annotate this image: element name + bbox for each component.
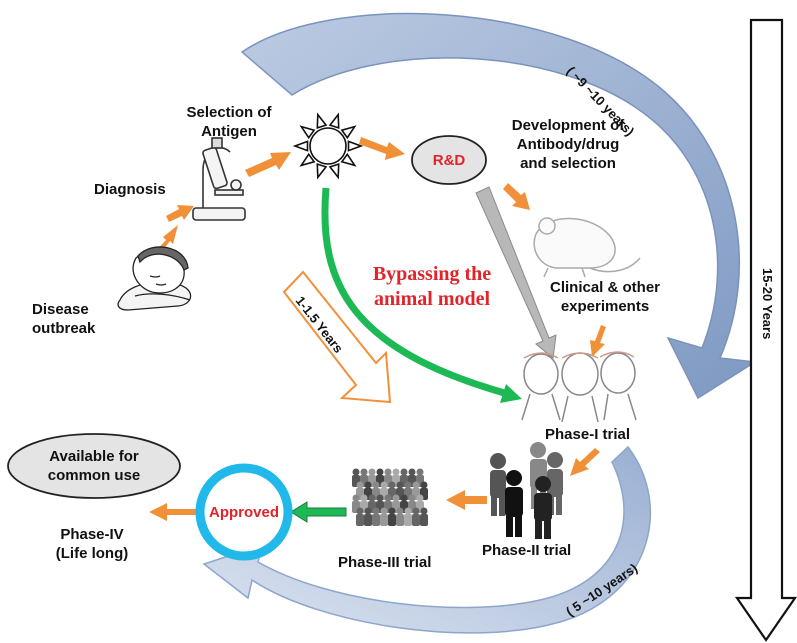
arrow-rnd-to-development xyxy=(503,183,530,210)
sun-ray xyxy=(316,112,328,130)
crowd-person-head xyxy=(376,468,384,476)
mouse-icon xyxy=(533,217,641,278)
crowd-person-head xyxy=(356,507,364,515)
crowd-person-head xyxy=(396,481,404,489)
approved-ring xyxy=(195,463,293,561)
arrow-phase3-to-approved xyxy=(290,501,347,523)
sun-ray xyxy=(328,162,340,180)
crowd-person-head xyxy=(420,507,428,515)
silhouette-group-icon xyxy=(490,442,563,539)
label-15-20-years: 15-20 Years xyxy=(760,268,775,340)
crowd-person-head xyxy=(396,507,404,515)
sun-ray xyxy=(340,125,357,140)
arrow-rnd-to-phase1 xyxy=(475,186,557,359)
arrow-1-1-5-years xyxy=(282,270,392,404)
arrow-phase2-to-phase3 xyxy=(446,490,487,510)
sun-ray xyxy=(299,125,316,140)
arrow-clinical-to-phase1 xyxy=(590,325,606,357)
crowd-person-body xyxy=(356,514,364,526)
label-phase2: Phase-II trial xyxy=(482,542,572,559)
crowd-person-head xyxy=(364,507,372,515)
arrow-approved-to-phase4 xyxy=(149,503,196,521)
crowd-person-head xyxy=(372,507,380,515)
label-rnd: R&D xyxy=(432,152,466,169)
crowd-person-head xyxy=(364,481,372,489)
bypass-arrow-head xyxy=(500,384,522,403)
arrow-phase1-to-phase2 xyxy=(570,448,600,476)
label-disease-outbreak: Disease outbreak xyxy=(32,301,96,337)
crowd-person-head xyxy=(372,481,380,489)
label-approved: Approved xyxy=(208,504,279,521)
antigen-sun-icon xyxy=(292,112,364,180)
crowd-person-head xyxy=(368,494,376,502)
crowd-person-head xyxy=(392,468,400,476)
crowd-person-head xyxy=(388,507,396,515)
label-available: Available for common use xyxy=(47,448,141,484)
crowd-person-head xyxy=(380,507,388,515)
sun-ray xyxy=(292,140,309,152)
arrow-diagnosis-to-microscope xyxy=(166,205,194,222)
crowd-person-body xyxy=(420,514,428,526)
crowd-person-head xyxy=(408,494,416,502)
label-diagnosis: Diagnosis xyxy=(94,181,166,198)
label-development: Development of Antibody/drug and selecti… xyxy=(511,117,625,172)
label-clinical: Clinical & other experiments xyxy=(549,279,661,315)
orange-flow-arrows xyxy=(149,137,606,521)
crowd-person-head xyxy=(404,481,412,489)
arrow-microscope-to-antigen xyxy=(245,152,291,177)
crowd-person-head xyxy=(400,468,408,476)
sun-ray xyxy=(328,112,340,130)
sun-ray xyxy=(340,152,357,167)
crowd-person-body xyxy=(388,514,396,526)
crowd-person-body xyxy=(404,514,412,526)
crowd-person-head xyxy=(384,468,392,476)
crowd-person-head xyxy=(352,468,360,476)
crowd-person-head xyxy=(380,481,388,489)
crowd-person-body xyxy=(396,514,404,526)
label-phase1: Phase-I trial xyxy=(545,426,631,443)
sun-ray xyxy=(347,140,364,152)
sick-person-icon xyxy=(117,246,192,311)
crowd-person-head xyxy=(404,507,412,515)
crowd-person-head xyxy=(412,507,420,515)
crowd-person-head xyxy=(408,468,416,476)
crowd-person-head xyxy=(356,481,364,489)
crowd-person-head xyxy=(420,481,428,489)
people-trial-icon xyxy=(521,351,637,423)
crowd-person-head xyxy=(384,494,392,502)
available-ellipse xyxy=(7,433,181,499)
crowd-person-body xyxy=(412,514,420,526)
crowd-person-head xyxy=(352,494,360,502)
crowd-person-head xyxy=(416,494,424,502)
crowd-person-head xyxy=(360,468,368,476)
crowd-person-head xyxy=(400,494,408,502)
crowd-person-head xyxy=(388,481,396,489)
crowd-person-head xyxy=(392,494,400,502)
label-bypassing: Bypassing the animal model xyxy=(372,263,492,310)
crowd-person-head xyxy=(416,468,424,476)
arrow-antigen-to-rnd xyxy=(359,137,405,160)
microscope-icon xyxy=(192,137,246,221)
crowd-person-head xyxy=(360,494,368,502)
bypass-arrow xyxy=(321,187,509,398)
crowd-person-head xyxy=(376,494,384,502)
label-phase3: Phase-III trial xyxy=(338,554,432,571)
crowd-person-head xyxy=(412,481,420,489)
rnd-ellipse xyxy=(411,135,487,185)
crowd-person-body xyxy=(372,514,380,526)
sun-ray xyxy=(299,152,316,167)
sun-ray xyxy=(316,162,328,180)
crowd-person-body xyxy=(364,514,372,526)
label-phase4: Phase-IV (Life long) xyxy=(55,526,129,562)
crowd-icon xyxy=(352,468,428,526)
timeline-arrow-15-20-years xyxy=(734,18,797,642)
label-selection-of-antigen: Selection of Antigen xyxy=(186,104,272,140)
crowd-person-head xyxy=(368,468,376,476)
timeline-arc-5-10-years xyxy=(202,445,652,634)
crowd-person-body xyxy=(380,514,388,526)
